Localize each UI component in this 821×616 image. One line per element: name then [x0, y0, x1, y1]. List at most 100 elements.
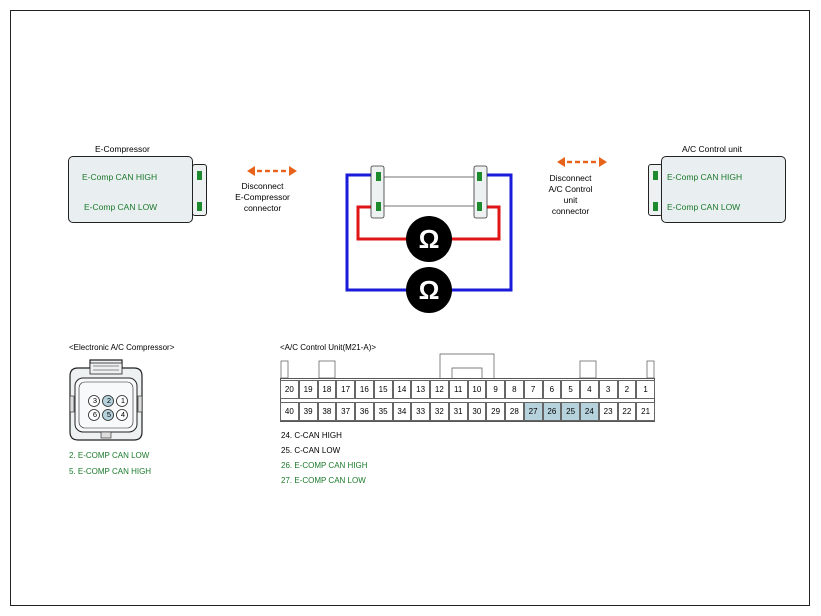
- ac-control-signal-high: E-Comp CAN HIGH: [667, 172, 743, 182]
- e-compressor-title: E-Compressor: [95, 144, 150, 154]
- blue-probe-wire-left: [345, 173, 407, 292]
- e-compressor-pin-high: [197, 171, 202, 180]
- control-legend-3: 26. E-COMP CAN HIGH: [281, 461, 368, 470]
- pin-cell-3: 3: [598, 380, 618, 399]
- ac-control-unit-title: A/C Control unit: [682, 144, 742, 154]
- pin-cell-11: 11: [448, 380, 468, 399]
- ohmmeter-icon: [406, 216, 452, 262]
- pin-cell-27: 27: [523, 402, 543, 421]
- pin-cell-15: 15: [373, 380, 393, 399]
- pin-cell-18: 18: [317, 380, 337, 399]
- pin-cell-6: 6: [542, 380, 562, 399]
- pin-cell-31: 31: [448, 402, 468, 421]
- control-connector-tabs: [280, 353, 655, 379]
- pin-cell-37: 37: [336, 402, 355, 421]
- ac-control-unit: [661, 156, 786, 223]
- pin-cell-35: 35: [373, 402, 393, 421]
- pin-cell-34: 34: [392, 402, 412, 421]
- pin-label-1: 1: [120, 396, 126, 405]
- left-disconnect-arrow: [247, 166, 297, 176]
- pin-3: [88, 395, 100, 407]
- pin-cell-1: 1: [636, 380, 655, 399]
- pin-cell-32: 32: [430, 402, 449, 421]
- compressor-legend-2: 5. E-COMP CAN HIGH: [69, 467, 152, 476]
- blue-probe-wire-right: [451, 173, 513, 292]
- pin-cell-16: 16: [355, 380, 374, 399]
- pin-label-2: 2: [106, 396, 112, 405]
- control-legend-1: 24. C-CAN HIGH: [281, 431, 342, 440]
- e-compressor-unit: [68, 156, 193, 223]
- pin-1: [116, 395, 128, 407]
- left-note-line-1: Disconnect: [241, 181, 284, 191]
- pin-2: [102, 395, 114, 407]
- pin-label-4: 4: [120, 410, 126, 419]
- diagram-frame: [10, 10, 810, 606]
- harness-pin: [376, 202, 381, 211]
- pin-4: [116, 409, 128, 421]
- pin-cell-20: 20: [280, 380, 299, 399]
- pin-cell-24: 24: [580, 402, 599, 421]
- pin-cell-14: 14: [392, 380, 412, 399]
- red-probe-wire-right: [451, 205, 501, 241]
- pin-cell-33: 33: [411, 402, 430, 421]
- e-compressor-signal-low: E-Comp CAN LOW: [84, 202, 158, 212]
- compressor-connector-title: <Electronic A/C Compressor>: [69, 343, 175, 352]
- pin-cell-29: 29: [486, 402, 505, 421]
- pin-cell-23: 23: [598, 402, 618, 421]
- ohmmeter-symbol-blue: Ω: [418, 275, 440, 305]
- pin-cell-22: 22: [617, 402, 637, 421]
- pin-cell-13: 13: [411, 380, 430, 399]
- pin-cell-19: 19: [298, 380, 318, 399]
- left-note-line-2: E-Compressor: [235, 192, 290, 202]
- pin-cell-8: 8: [505, 380, 524, 399]
- ohmmeter-icon: [406, 267, 452, 313]
- pin-cell-10: 10: [467, 380, 487, 399]
- pin-6: [88, 409, 100, 421]
- e-compressor-signal-high: E-Comp CAN HIGH: [82, 172, 158, 182]
- pin-label-3: 3: [92, 396, 98, 405]
- harness-pin: [477, 202, 482, 211]
- ac-control-pin-low: [653, 202, 658, 211]
- right-note-line-4: connector: [551, 206, 590, 216]
- e-compressor-connector-plug: [192, 164, 207, 216]
- pin-cell-12: 12: [430, 380, 449, 399]
- harness-pin: [376, 172, 381, 181]
- pin-cell-30: 30: [467, 402, 487, 421]
- pin-5: [102, 409, 114, 421]
- pin-cell-7: 7: [523, 380, 543, 399]
- right-note-line-3: unit: [563, 195, 578, 205]
- pin-cell-25: 25: [561, 402, 580, 421]
- pin-label-6: 6: [92, 410, 98, 419]
- right-note-line-1: Disconnect: [549, 173, 592, 183]
- pin-cell-28: 28: [505, 402, 524, 421]
- right-disconnect-arrow: [557, 157, 607, 167]
- pin-cell-38: 38: [317, 402, 337, 421]
- pin-cell-21: 21: [636, 402, 655, 421]
- pin-cell-26: 26: [542, 402, 562, 421]
- pin-cell-2: 2: [617, 380, 637, 399]
- pin-cell-40: 40: [280, 402, 299, 421]
- compressor-legend-1: 2. E-COMP CAN LOW: [69, 451, 150, 460]
- control-connector-title: <A/C Control Unit(M21-A)>: [280, 343, 377, 352]
- pin-cell-4: 4: [580, 380, 599, 399]
- resistance-measurement-circuit: [345, 165, 513, 313]
- pin-label-5: 5: [106, 410, 112, 419]
- pin-cell-9: 9: [486, 380, 505, 399]
- left-disconnect-note: Disconnect E-Compressor connector: [225, 181, 300, 214]
- right-disconnect-note: Disconnect A/C Control unit connector: [533, 173, 608, 217]
- pin-cell-17: 17: [336, 380, 355, 399]
- pin-cell-39: 39: [298, 402, 318, 421]
- red-probe-wire-left: [356, 205, 407, 241]
- control-legend-4: 27. E-COMP CAN LOW: [281, 476, 366, 485]
- right-note-line-2: A/C Control: [548, 184, 593, 194]
- compressor-connector-face: [69, 359, 143, 441]
- pin-cell-36: 36: [355, 402, 374, 421]
- control-legend-2: 25. C-CAN LOW: [281, 446, 341, 455]
- ac-control-pin-high: [653, 171, 658, 180]
- ohmmeter-symbol-red: Ω: [418, 224, 440, 254]
- pin-cell-5: 5: [561, 380, 580, 399]
- ac-control-signal-low: E-Comp CAN LOW: [667, 202, 741, 212]
- harness-pin: [477, 172, 482, 181]
- left-note-line-3: connector: [243, 203, 282, 213]
- e-compressor-pin-low: [197, 202, 202, 211]
